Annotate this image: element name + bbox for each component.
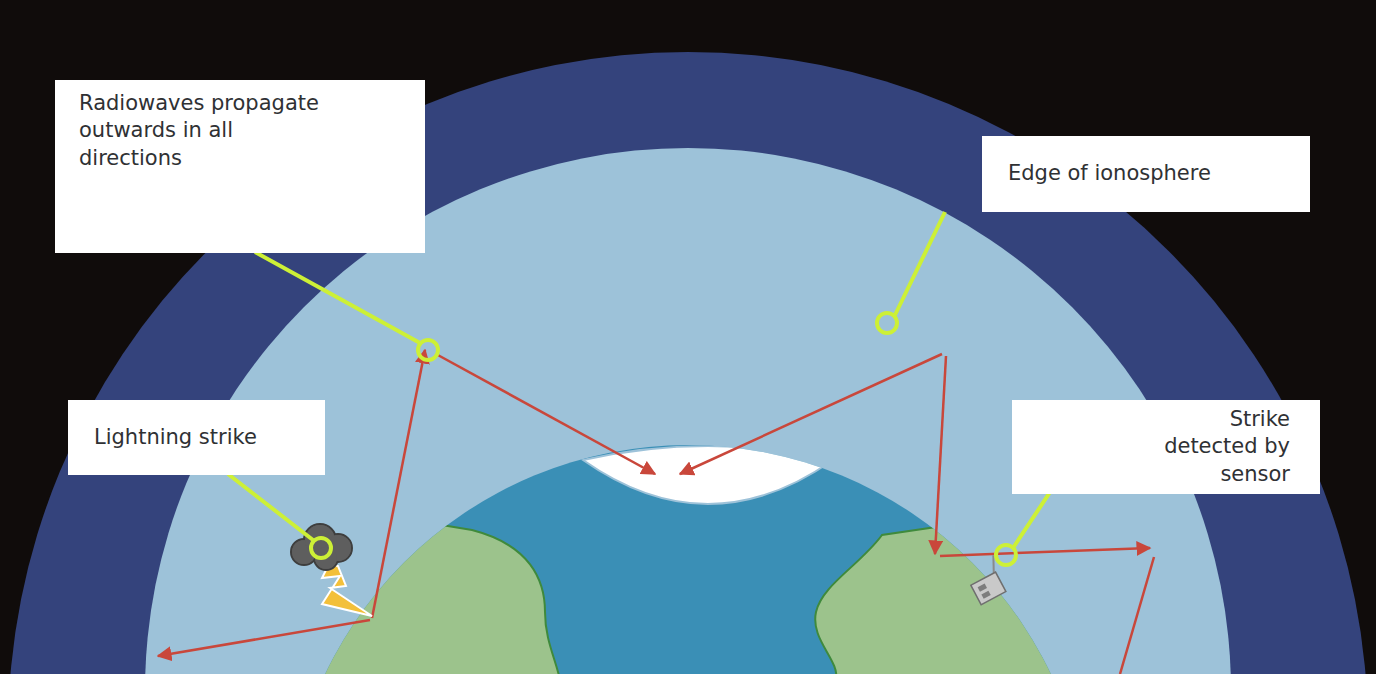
callout-label: Edge of ionosphere: [1008, 160, 1211, 187]
callout-box: Edge of ionosphere: [982, 136, 1310, 212]
radiowave-arrow: [436, 354, 655, 474]
radiowave-arrow: [940, 548, 1150, 556]
outer-atmosphere: [8, 52, 1368, 674]
radiowave-arrow: [935, 356, 946, 554]
callout-label: Lightning strike: [94, 424, 257, 451]
callout-label: Strike detected by sensor: [1130, 406, 1290, 488]
callout-box: Strike detected by sensor: [1012, 400, 1320, 494]
radiowave-arrow: [680, 354, 942, 474]
storm-cloud: [291, 524, 372, 616]
callout-label: Radiowaves propagate outwards in all dir…: [79, 90, 339, 172]
radiowave-arrow: [1120, 557, 1154, 674]
right-landmass: [815, 500, 1120, 674]
radiowave-arrows: [158, 350, 1154, 674]
callout-box: Lightning strike: [68, 400, 325, 475]
callout-box: Radiowaves propagate outwards in all dir…: [55, 80, 425, 253]
radiowave-arrow: [372, 350, 425, 618]
leader-lines: [228, 212, 1062, 565]
radiowave-arrow: [158, 620, 370, 656]
sensor-icon: [963, 555, 1011, 605]
